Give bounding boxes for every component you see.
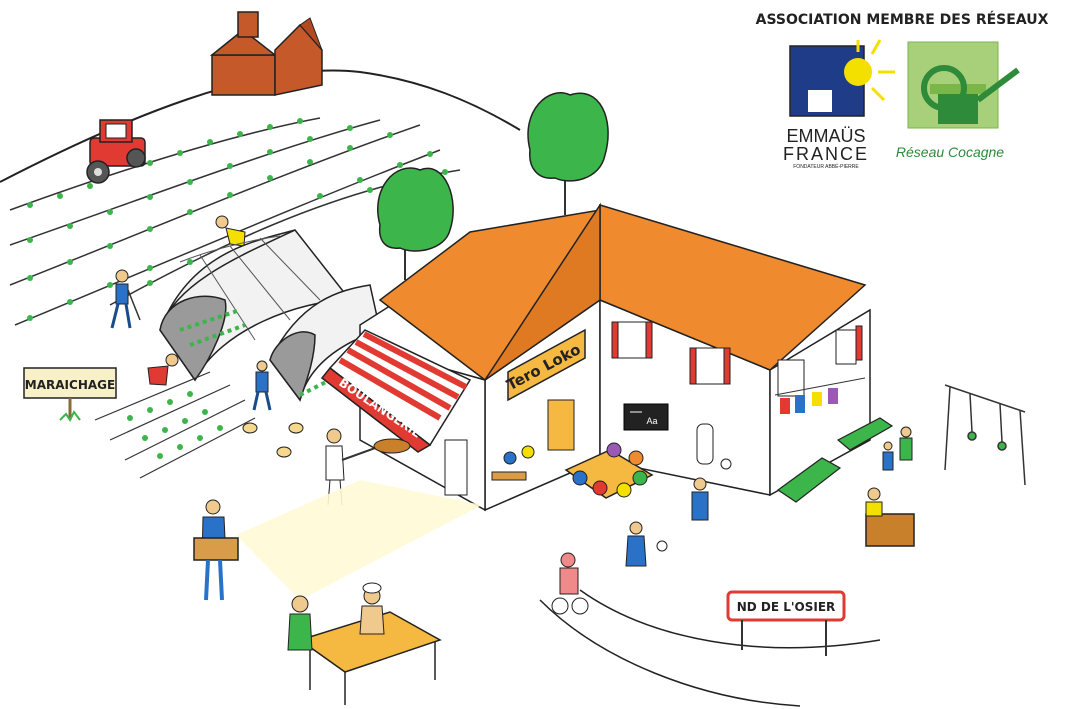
bench-people [491,445,535,481]
garden-beds [94,371,256,479]
emmaus-logo [789,39,895,117]
town-sign-label: ND DE L'OSIER [737,600,836,614]
sun-icon [844,58,872,86]
blackboard-label: Aa [646,416,657,426]
blackboard [623,403,669,431]
road-edge [579,589,881,649]
tractor-icon [86,119,146,184]
watering-can-icon [921,65,1020,124]
building-sign [507,328,586,402]
network-title: ASSOCIATION MEMBRE DES RÉSEAUX [756,11,1049,28]
emmaus-line1: EMMAÜS [786,126,865,146]
greenhouse-icon [159,229,352,382]
players [625,458,732,567]
baker [325,428,411,506]
market-table [287,582,442,705]
chickens [242,422,304,458]
bakery-awning [320,329,472,453]
church-icon [209,11,323,96]
maraichage-sign [23,367,117,422]
cocagne-name: Réseau Cocagne [896,144,1004,160]
greenhouse-icon [269,284,381,402]
dining-table [564,442,654,499]
emmaus-tagline: FONDATEUR ABBÉ-PIERRE [793,163,859,170]
cocagne-logo [907,41,1020,129]
town-sign [726,590,846,656]
tree-icon [527,92,609,215]
tree-icon [377,167,454,280]
planter [836,417,894,451]
bed-plants [127,391,223,459]
planter [776,457,842,503]
maraichage-sign-label: MARAICHAGE [25,378,115,392]
light-cone [236,480,482,600]
crop-dots [27,118,448,321]
road-edge [539,599,801,707]
swing-icon [944,384,1026,486]
bed-worker-red [147,353,179,386]
field-worker-blue [110,269,141,329]
emmaus-line2: FRANCE [783,144,869,164]
hill [0,69,521,183]
bed-worker-blue [252,360,272,411]
person-with-crate [193,499,239,601]
kids [865,426,915,547]
bicycle-icon [551,552,589,615]
